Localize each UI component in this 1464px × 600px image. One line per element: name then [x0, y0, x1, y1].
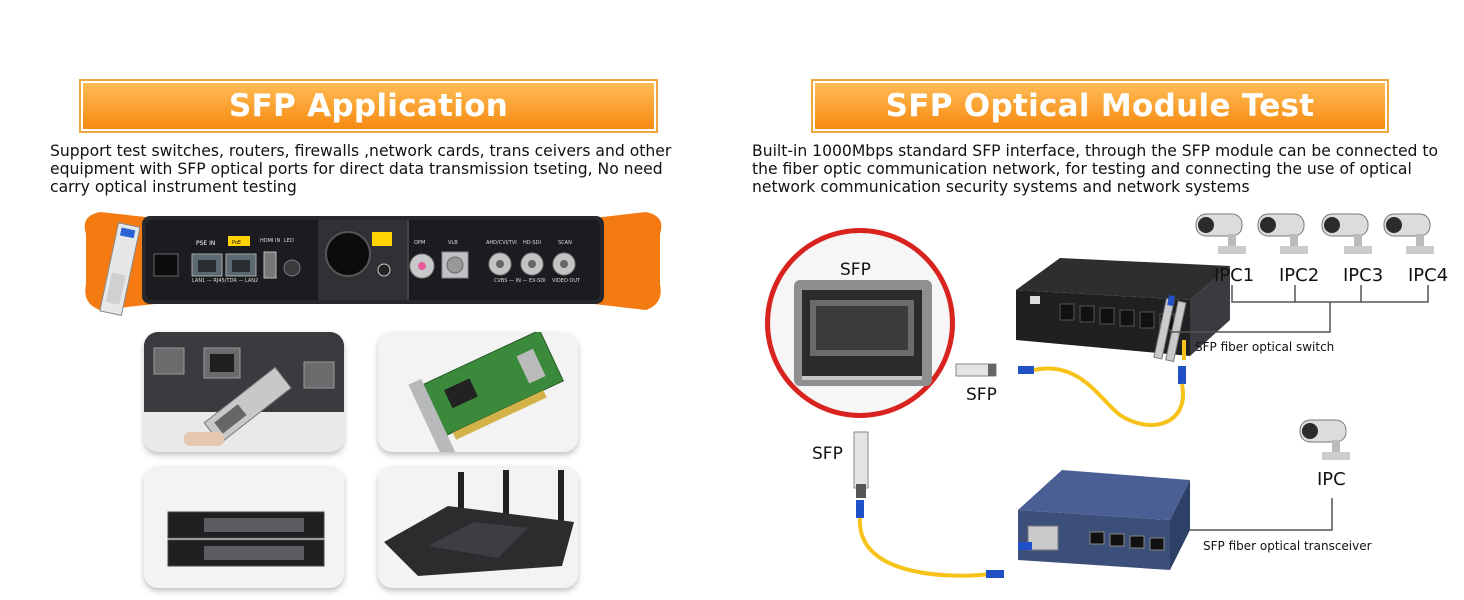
lan-ports-label: LAN1 — RJ45/TDR — LAN2 — [192, 278, 259, 284]
fiber-connector-bottom-right — [986, 570, 1004, 578]
fiber-connector-top-left — [1018, 366, 1034, 374]
photo-rack-switch — [144, 466, 344, 588]
single-camera-line — [1190, 498, 1333, 531]
ip-camera-4-icon — [1383, 213, 1434, 254]
left-description-line-2: equipment with SFP optical ports for dir… — [50, 160, 663, 178]
sfp-port — [153, 253, 179, 277]
ipc-single-label: IPC — [1317, 469, 1346, 490]
ip-camera-2-icon — [1257, 213, 1308, 254]
left-description-line-1: Support test switches, routers, firewall… — [50, 142, 672, 160]
sfp-module-label-top: SFP — [966, 385, 997, 405]
network-diagram — [765, 213, 1434, 578]
transceiver-caption: SFP fiber optical transceiver — [1203, 539, 1372, 553]
sfp-port-closeup-label: SFP — [840, 260, 871, 280]
left-description: Support test switches, routers, firewall… — [50, 142, 710, 196]
hdmi-port — [263, 251, 277, 279]
opm-label: OPM — [414, 240, 426, 246]
ip-camera-1-icon — [1195, 213, 1246, 254]
ipc1-label: IPC1 — [1214, 265, 1255, 286]
right-description-line-1: Built-in 1000Mbps standard SFP interface… — [752, 142, 1439, 160]
right-description-line-2: the fiber optic communication network, f… — [752, 160, 1412, 178]
ip-camera-3-icon — [1321, 213, 1372, 254]
fiber-switch-device — [1016, 258, 1230, 363]
photo-router — [378, 466, 578, 588]
sfp-module-bottom — [853, 431, 869, 498]
hdmi-in-label: HDMI IN — [260, 238, 281, 244]
fiber-connector-bottom-left — [856, 500, 864, 518]
right-bumper — [594, 212, 662, 310]
poe-badge — [228, 236, 250, 246]
right-title-banner: SFP Optical Module Test Camera — [813, 81, 1387, 170]
led-light — [283, 259, 301, 277]
right-description: Built-in 1000Mbps standard SFP interface… — [752, 142, 1452, 196]
left-title-banner: SFP Application — [81, 81, 656, 131]
fiber-connector-top-right — [1178, 366, 1186, 384]
ipc3-label: IPC3 — [1343, 265, 1384, 286]
hd-sdi-label: HD-SDI — [523, 240, 541, 246]
tester-device: PSE IN PoE LAN1 — RJ45/TDR — LAN2 HDMI I… — [80, 204, 666, 324]
ahd-cvi-tvi-label: AHD/CVI/TVI — [486, 240, 517, 246]
led-label: LED — [284, 238, 294, 244]
video-out-label: VIDEO OUT — [552, 278, 581, 284]
left-description-line-3: carry optical instrument testing — [50, 178, 297, 196]
cvbs-label: CVBS — IN — EX-SDI — [494, 278, 546, 284]
ip-camera-single-icon — [1299, 419, 1350, 460]
ipc2-label: IPC2 — [1279, 265, 1320, 286]
scan-label: SCAN — [558, 240, 572, 246]
fiber-cable-top — [1033, 366, 1186, 427]
switch-caption: SFP fiber optical switch — [1195, 340, 1335, 354]
right-description-line-3: network communication security systems a… — [752, 178, 1250, 196]
sfp-module-top — [955, 363, 997, 377]
vlb-label: VLB — [448, 240, 458, 246]
camera-lens — [325, 231, 371, 277]
sfp-module-label-bottom: SFP — [812, 444, 843, 464]
photo-switch-sfp-closeup — [144, 332, 344, 452]
ipc4-label: IPC4 — [1408, 265, 1449, 286]
photo-network-card — [378, 332, 578, 452]
fiber-cable-bottom — [857, 517, 991, 578]
poe-label: PoE — [232, 240, 242, 246]
pse-in-label: PSE IN — [196, 240, 216, 247]
plugged-sfp-module — [99, 222, 141, 316]
fiber-transceiver-device — [1018, 470, 1190, 570]
warning-label — [372, 232, 392, 246]
tester-device-illustration — [84, 212, 662, 316]
camera-connection-lines — [1170, 285, 1429, 333]
